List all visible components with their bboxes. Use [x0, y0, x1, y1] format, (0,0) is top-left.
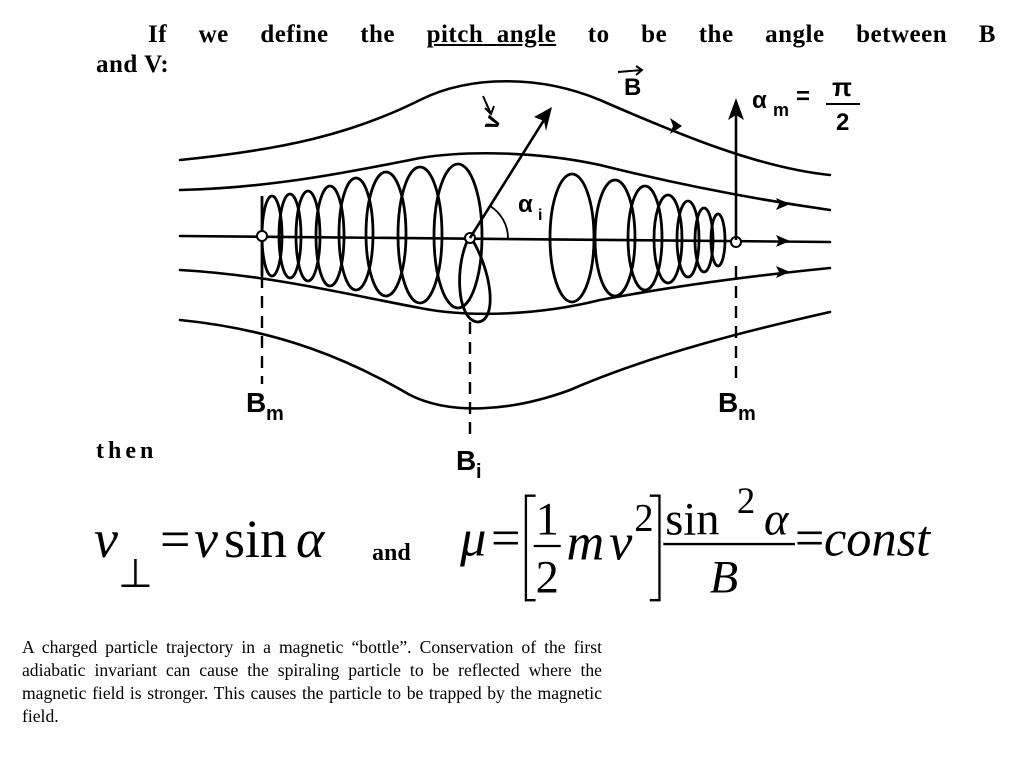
spiral-loop: [294, 189, 322, 283]
alpha-i-arc: [489, 205, 509, 239]
spiral-loop: [314, 184, 346, 288]
intro-word: B: [978, 21, 996, 48]
alpha-i-sub: i: [538, 207, 542, 224]
bm-right-sub: m: [738, 403, 756, 425]
eq2-v-exp: 2: [634, 498, 653, 540]
eq2-mu: μ: [459, 510, 486, 568]
eq2-v: v: [609, 514, 633, 572]
spiral-loop: [277, 192, 303, 280]
field-arrowheads: [670, 118, 790, 278]
and-label: and: [372, 540, 411, 566]
alpha-m-pi: π: [832, 72, 852, 102]
intro-word: define: [260, 21, 329, 48]
eq1-v2: v: [194, 509, 218, 569]
intro-word: angle: [765, 21, 825, 48]
bm-right-label: B: [718, 387, 738, 418]
alpha-i-label: α: [518, 191, 533, 218]
spiral-loop: [593, 178, 637, 298]
intro-word-angle: angle: [496, 21, 557, 48]
spiral-loop: [675, 199, 701, 279]
eq2-const: const: [824, 511, 931, 567]
eq2-left-bracket: [524, 494, 536, 602]
equation-mu: μ = 1 2 m v 2 sin 2 α B = const: [459, 486, 931, 603]
alpha-m-sub: m: [773, 100, 789, 120]
eq2-two: 2: [536, 552, 559, 603]
then-label: then: [96, 438, 158, 464]
mirror-point-left: [256, 230, 268, 242]
field-line-bottom-outer: [178, 310, 832, 410]
intro-word: the: [698, 21, 734, 48]
intro-word: be: [641, 21, 668, 48]
spiral-loop: [396, 165, 444, 305]
intro-word: If: [148, 21, 168, 48]
bi-sub: i: [476, 461, 482, 480]
eq1-sin: sin: [224, 509, 287, 569]
arrowhead-axis: [776, 235, 790, 247]
spiral-loop: [337, 176, 375, 292]
magnetic-bottle-figure: B v α i α m = π 2 B m B m B i: [178, 65, 860, 480]
alpha-m-equals: =: [796, 83, 810, 110]
eq2-equals-2: =: [795, 510, 824, 568]
spiral-loop: [709, 212, 727, 268]
intro-word: we: [198, 21, 229, 48]
intro-word-pitch: pitch: [426, 21, 484, 48]
arrowhead-mid-bottom: [776, 266, 790, 278]
eq2-B: B: [710, 552, 738, 603]
bm-left-label: B: [246, 387, 266, 418]
arrowhead-top: [670, 118, 682, 134]
alpha-m-label: α: [752, 87, 767, 114]
eq2-equals: =: [491, 510, 520, 568]
eq1-v: v: [94, 509, 118, 569]
eq2-m: m: [567, 514, 605, 572]
spiral-loop: [652, 193, 684, 285]
eq1-alpha: α: [296, 509, 326, 569]
intro-word: the: [360, 21, 396, 48]
intro-line-2: and V:: [96, 51, 170, 78]
velocity-arrowhead: [534, 107, 552, 131]
arrowhead-mid-top: [776, 198, 790, 210]
v-vector-overarrow: [482, 95, 495, 116]
eq2-one: 1: [536, 494, 559, 545]
spiral-loop: [693, 206, 715, 274]
spiral-loop: [432, 162, 484, 310]
eq1-equals: =: [160, 509, 190, 569]
eq2-sin-exp: 2: [737, 486, 755, 521]
bi-label: B: [456, 445, 476, 476]
spiral-loop-long: [458, 235, 492, 324]
spiral-loop: [548, 172, 596, 304]
equation-v-perp: v ⊥ = v sin α: [94, 509, 326, 596]
alpha-m-two: 2: [836, 109, 849, 136]
b-vector-overarrow: [617, 65, 644, 76]
eq2-right-bracket: [649, 494, 661, 602]
intro-line-1: If we define the pitch angle to be the a…: [96, 20, 996, 50]
intro-word: between: [856, 21, 948, 48]
spiral-trajectory: [260, 162, 727, 324]
eq2-sin: sin: [665, 494, 719, 545]
pitch-angle-term: pitch angle: [427, 20, 557, 50]
field-line-bottom-inner: [178, 266, 832, 316]
velocity-vector: [468, 119, 546, 239]
eq2-alpha: α: [764, 494, 790, 545]
field-line-top-outer: [178, 79, 832, 177]
spiral-loop: [364, 170, 408, 298]
b-vector-label: B: [624, 74, 641, 101]
alpha-m-arrowhead: [728, 98, 744, 120]
figure-caption: A charged particle trajectory in a magne…: [22, 637, 602, 726]
intro-word: to: [587, 21, 610, 48]
spiral-loop: [626, 184, 664, 292]
intro-text: If we define the pitch angle to be the a…: [96, 20, 996, 80]
field-line-top-inner: [178, 152, 832, 212]
bm-left-sub: m: [266, 403, 284, 425]
eq1-perp: ⊥: [118, 551, 153, 596]
field-line-axis: [178, 234, 832, 244]
